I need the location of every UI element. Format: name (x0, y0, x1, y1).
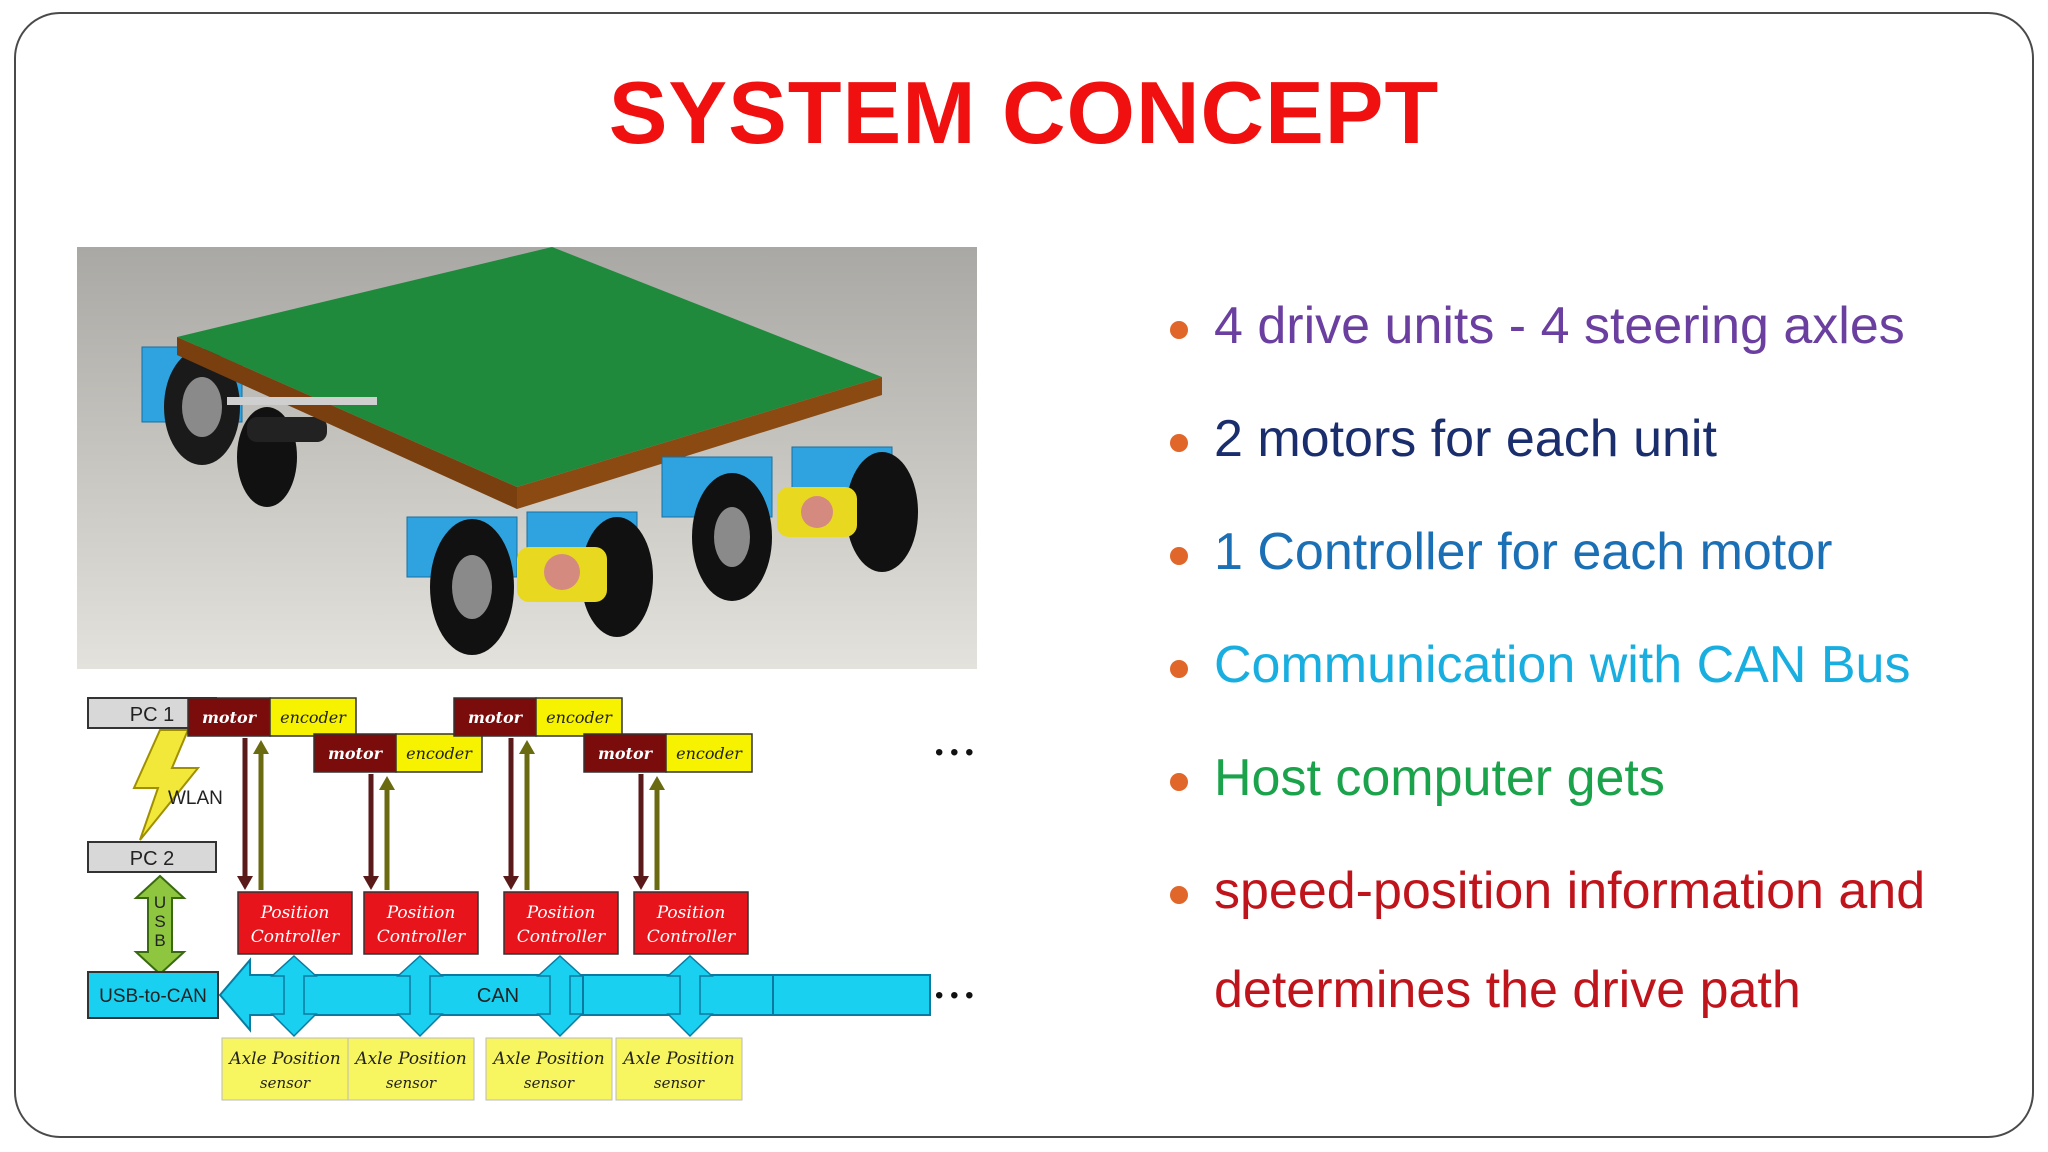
bullet-text: Host computer gets (1214, 749, 1665, 807)
bullet-dot-icon (1170, 886, 1188, 904)
bullet-list: 4 drive units - 4 steering axles 2 motors… (1170, 270, 2030, 1047)
bullet-text: 1 Controller for each motor (1214, 523, 1833, 581)
usb-letter: U (154, 893, 166, 912)
vehicle-render-image (77, 247, 977, 669)
bullet-item: speed-position information and (1170, 835, 2030, 948)
bullet-item: determines the drive path (1170, 934, 2030, 1047)
bullet-dot-icon (1170, 773, 1188, 791)
front-right-wheel-unit (661, 446, 918, 601)
wlan-label: WLAN (168, 788, 223, 809)
bus-ellipsis: • • • (935, 982, 974, 1009)
slide-title: SYSTEM CONCEPT (608, 63, 1440, 162)
bullet-text: 2 motors for each unit (1214, 410, 1717, 468)
front-left-wheel-unit (406, 511, 653, 655)
sensor-label-line1: Axle Position (227, 1049, 340, 1069)
bus-junction-arrow (396, 954, 444, 1038)
axle-position-sensor-box: Axle Position sensor (347, 1037, 475, 1101)
controller-label-line2: Controller (377, 927, 466, 947)
usb-letter: B (154, 931, 165, 950)
bus-junction-arrow (270, 954, 318, 1038)
controller-label-line2: Controller (647, 927, 736, 947)
axle-position-sensor-box: Axle Position sensor (615, 1037, 743, 1101)
bus-junction-arrow (536, 954, 584, 1038)
motor-label: motor (328, 744, 384, 763)
sensor-label-line1: Axle Position (353, 1049, 466, 1069)
motor-box: motor (187, 697, 271, 737)
bullet-text: speed-position information and (1214, 862, 1926, 920)
bullet-item: Host computer gets (1170, 722, 2030, 835)
usb-to-can-box: USB-to-CAN (87, 971, 219, 1019)
sensor-label-line2: sensor (654, 1074, 705, 1092)
bullet-text: determines the drive path (1214, 961, 1801, 1019)
bus-junction-arrow (666, 954, 714, 1038)
sensor-label-line2: sensor (260, 1074, 311, 1092)
encoder-box: encoder (665, 733, 753, 773)
motor-box: motor (313, 733, 397, 773)
can-bus: CAN (218, 957, 931, 1033)
controller-label-line1: Position (386, 903, 456, 923)
bullet-item: 2 motors for each unit (1170, 383, 2030, 496)
motor-label: motor (598, 744, 654, 763)
encoder-box: encoder (269, 697, 357, 737)
axle-position-sensor-box: Axle Position sensor (221, 1037, 349, 1101)
bullet-dot-icon (1170, 660, 1188, 678)
axle-position-sensor-box: Axle Position sensor (485, 1037, 613, 1101)
sensor-label-line1: Axle Position (621, 1049, 734, 1069)
controller-label-line1: Position (656, 903, 726, 923)
bullet-item: 4 drive units - 4 steering axles (1170, 270, 2030, 383)
top-ellipsis: • • • (935, 739, 974, 766)
motor-box: motor (453, 697, 537, 737)
wlan-lightning-icon (132, 729, 201, 841)
bullet-dot-icon (1170, 547, 1188, 565)
bullet-text: 4 drive units - 4 steering axles (1214, 297, 1905, 355)
controller-label-line1: Position (260, 903, 330, 923)
platform-top (177, 247, 882, 487)
encoder-label: encoder (676, 744, 743, 763)
controller-label-line1: Position (526, 903, 596, 923)
usb-to-can-label: USB-to-CAN (99, 986, 207, 1007)
pc2-box: PC 2 (87, 841, 217, 873)
can-label: CAN (477, 985, 519, 1007)
pc2-label: PC 2 (130, 848, 174, 870)
sensor-label-line2: sensor (386, 1074, 437, 1092)
controller-label-line2: Controller (517, 927, 606, 947)
pc1-label: PC 1 (130, 704, 174, 726)
encoder-label: encoder (406, 744, 473, 763)
usb-letter: S (154, 912, 165, 931)
sensor-label-line1: Axle Position (491, 1049, 604, 1069)
bullet-dot-icon (1170, 321, 1188, 339)
encoder-box: encoder (535, 697, 623, 737)
sensor-label-line2: sensor (524, 1074, 575, 1092)
system-block-diagram: PC 1 WLAN PC 2 U S B CAN USB-to-CAN moto… (87, 697, 974, 1101)
motor-label: motor (468, 708, 524, 727)
bullet-text: Communication with CAN Bus (1214, 636, 1911, 694)
motor-label: motor (202, 708, 258, 727)
bullet-item: 1 Controller for each motor (1170, 496, 2030, 609)
rear-left-wheel-unit (141, 346, 327, 507)
encoder-label: encoder (280, 708, 347, 727)
bullet-dot-icon (1170, 434, 1188, 452)
encoder-box: encoder (395, 733, 483, 773)
encoder-label: encoder (546, 708, 613, 727)
motor-box: motor (583, 733, 667, 773)
bullet-item: Communication with CAN Bus (1170, 609, 2030, 722)
controller-label-line2: Controller (251, 927, 340, 947)
